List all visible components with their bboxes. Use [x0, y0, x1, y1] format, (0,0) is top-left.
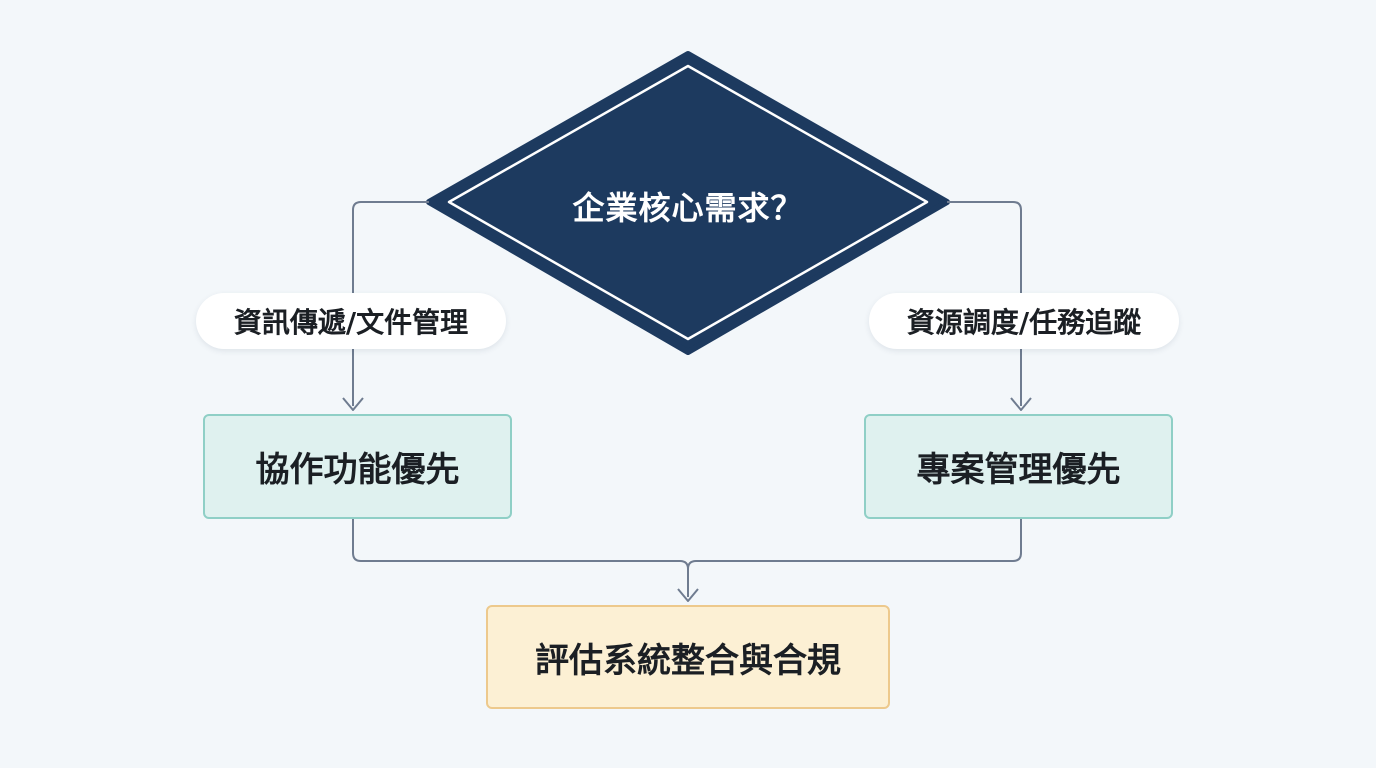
- arrowhead-left-branch: [342, 397, 364, 411]
- decision-diamond-inner-outline: [447, 64, 929, 341]
- result-label-right: 專案管理優先: [916, 450, 1121, 490]
- result-label-left: 協作功能優先: [255, 450, 460, 490]
- result-box-left: 協作功能優先: [203, 414, 512, 519]
- result-box-right: 專案管理優先: [864, 414, 1173, 519]
- arrowhead-merge: [677, 588, 699, 602]
- connector-left-branch: [352, 201, 429, 406]
- branch-condition-right: 資源調度/任務追蹤: [869, 293, 1179, 349]
- final-label: 評估系統整合與合規: [535, 640, 841, 681]
- decision-diamond: [426, 51, 950, 355]
- connector-merge-right: [687, 519, 1022, 570]
- connector-right-branch: [947, 201, 1022, 406]
- final-box: 評估系統整合與合規: [486, 605, 890, 709]
- connector-merge-left: [352, 519, 689, 597]
- branch-condition-left: 資訊傳遞/文件管理: [196, 293, 506, 349]
- arrowhead-right-branch: [1010, 397, 1032, 411]
- decision-label: 企業核心需求？: [572, 189, 804, 227]
